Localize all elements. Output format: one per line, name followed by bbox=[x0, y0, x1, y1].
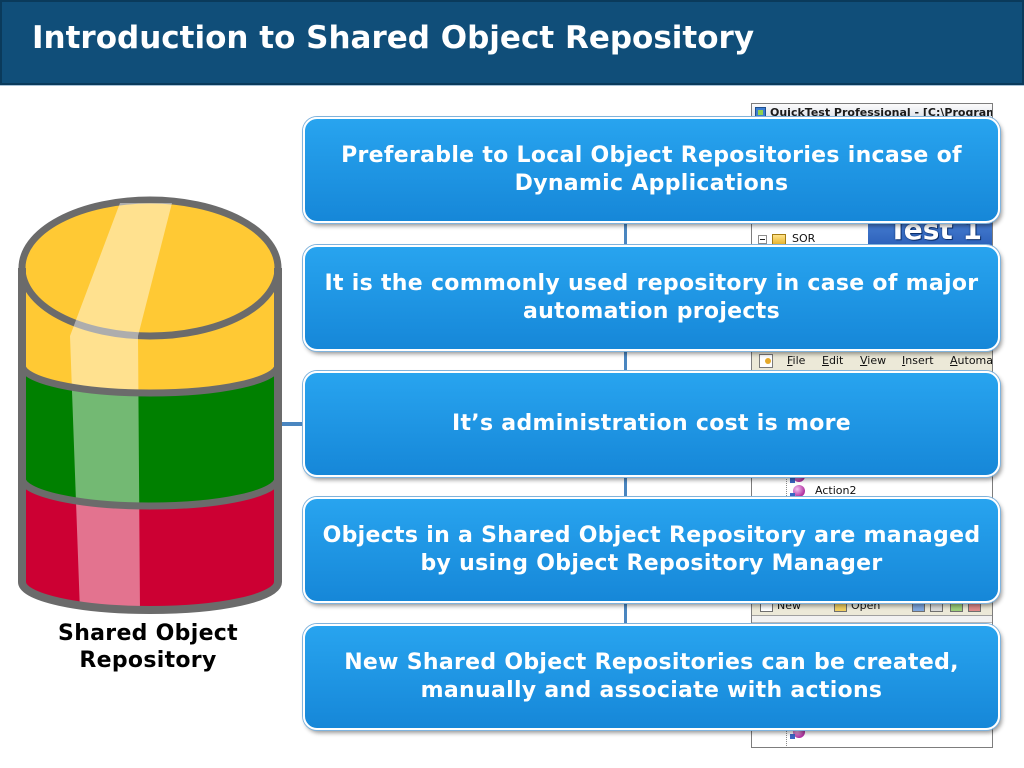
menu-view: View bbox=[860, 354, 887, 367]
shared-repository-cylinder-icon bbox=[18, 196, 282, 614]
title-bar: Introduction to Shared Object Repository bbox=[0, 0, 1024, 86]
info-box-text: by using Object Repository Manager bbox=[420, 551, 883, 576]
info-box-text: manually and associate with actions bbox=[420, 678, 883, 703]
qtp-pane-divider bbox=[752, 616, 992, 623]
info-box-repository-manager: Objects in a Shared Object Repository ar… bbox=[303, 497, 1000, 603]
info-box-administration-cost: It’s administration cost is more bbox=[303, 371, 1000, 477]
tree-item-sor: SOR bbox=[792, 232, 816, 245]
menu-automation: Automa bbox=[950, 354, 993, 367]
cylinder-label-line2: Repository bbox=[79, 648, 217, 673]
tree-connector-line bbox=[786, 466, 787, 500]
menu-edit: Edit bbox=[822, 354, 844, 367]
info-box-major-projects: It is the commonly used repository in ca… bbox=[303, 245, 1000, 351]
cylinder-yellow-layer bbox=[22, 268, 278, 393]
cylinder-green-layer bbox=[22, 365, 278, 506]
info-box-text: It’s administration cost is more bbox=[451, 411, 851, 436]
info-box-create-associate: New Shared Object Repositories can be cr… bbox=[303, 624, 1000, 730]
info-box-text: automation projects bbox=[523, 299, 780, 324]
tree-item-action2: Action2 bbox=[815, 484, 857, 497]
cylinder-layer-divider bbox=[18, 477, 282, 510]
cylinder-highlight bbox=[70, 203, 172, 610]
info-box-text: New Shared Object Repositories can be cr… bbox=[344, 650, 959, 675]
menu-insert: Insert bbox=[902, 354, 934, 367]
cylinder-outline bbox=[18, 268, 282, 614]
cylinder-label-line1: Shared Object bbox=[58, 621, 238, 646]
slide-title: Introduction to Shared Object Repository bbox=[32, 20, 755, 56]
cylinder-label: Shared Object Repository bbox=[30, 620, 266, 674]
qtp-window-title: QuickTest Professional - [C:\Program bbox=[770, 106, 993, 119]
action-icon bbox=[790, 485, 805, 498]
menu-file: File bbox=[787, 354, 806, 367]
tree-collapse-icon bbox=[758, 235, 767, 244]
info-box-text: It is the commonly used repository in ca… bbox=[324, 271, 979, 296]
repository-folder-icon bbox=[772, 234, 786, 245]
connector-horizontal-line bbox=[276, 422, 306, 426]
info-box-text: Preferable to Local Object Repositories … bbox=[341, 143, 962, 168]
tree-connector-line bbox=[786, 714, 787, 747]
info-box-dynamic-applications: Preferable to Local Object Repositories … bbox=[303, 117, 1000, 223]
qtp-menubar: File Edit View Insert Automa bbox=[752, 350, 992, 373]
cylinder-red-layer bbox=[22, 478, 278, 610]
qtp-document-icon bbox=[759, 354, 773, 368]
cylinder-layer-divider bbox=[18, 364, 282, 397]
info-box-text: Objects in a Shared Object Repository ar… bbox=[322, 523, 981, 548]
info-box-text: Dynamic Applications bbox=[514, 171, 789, 196]
